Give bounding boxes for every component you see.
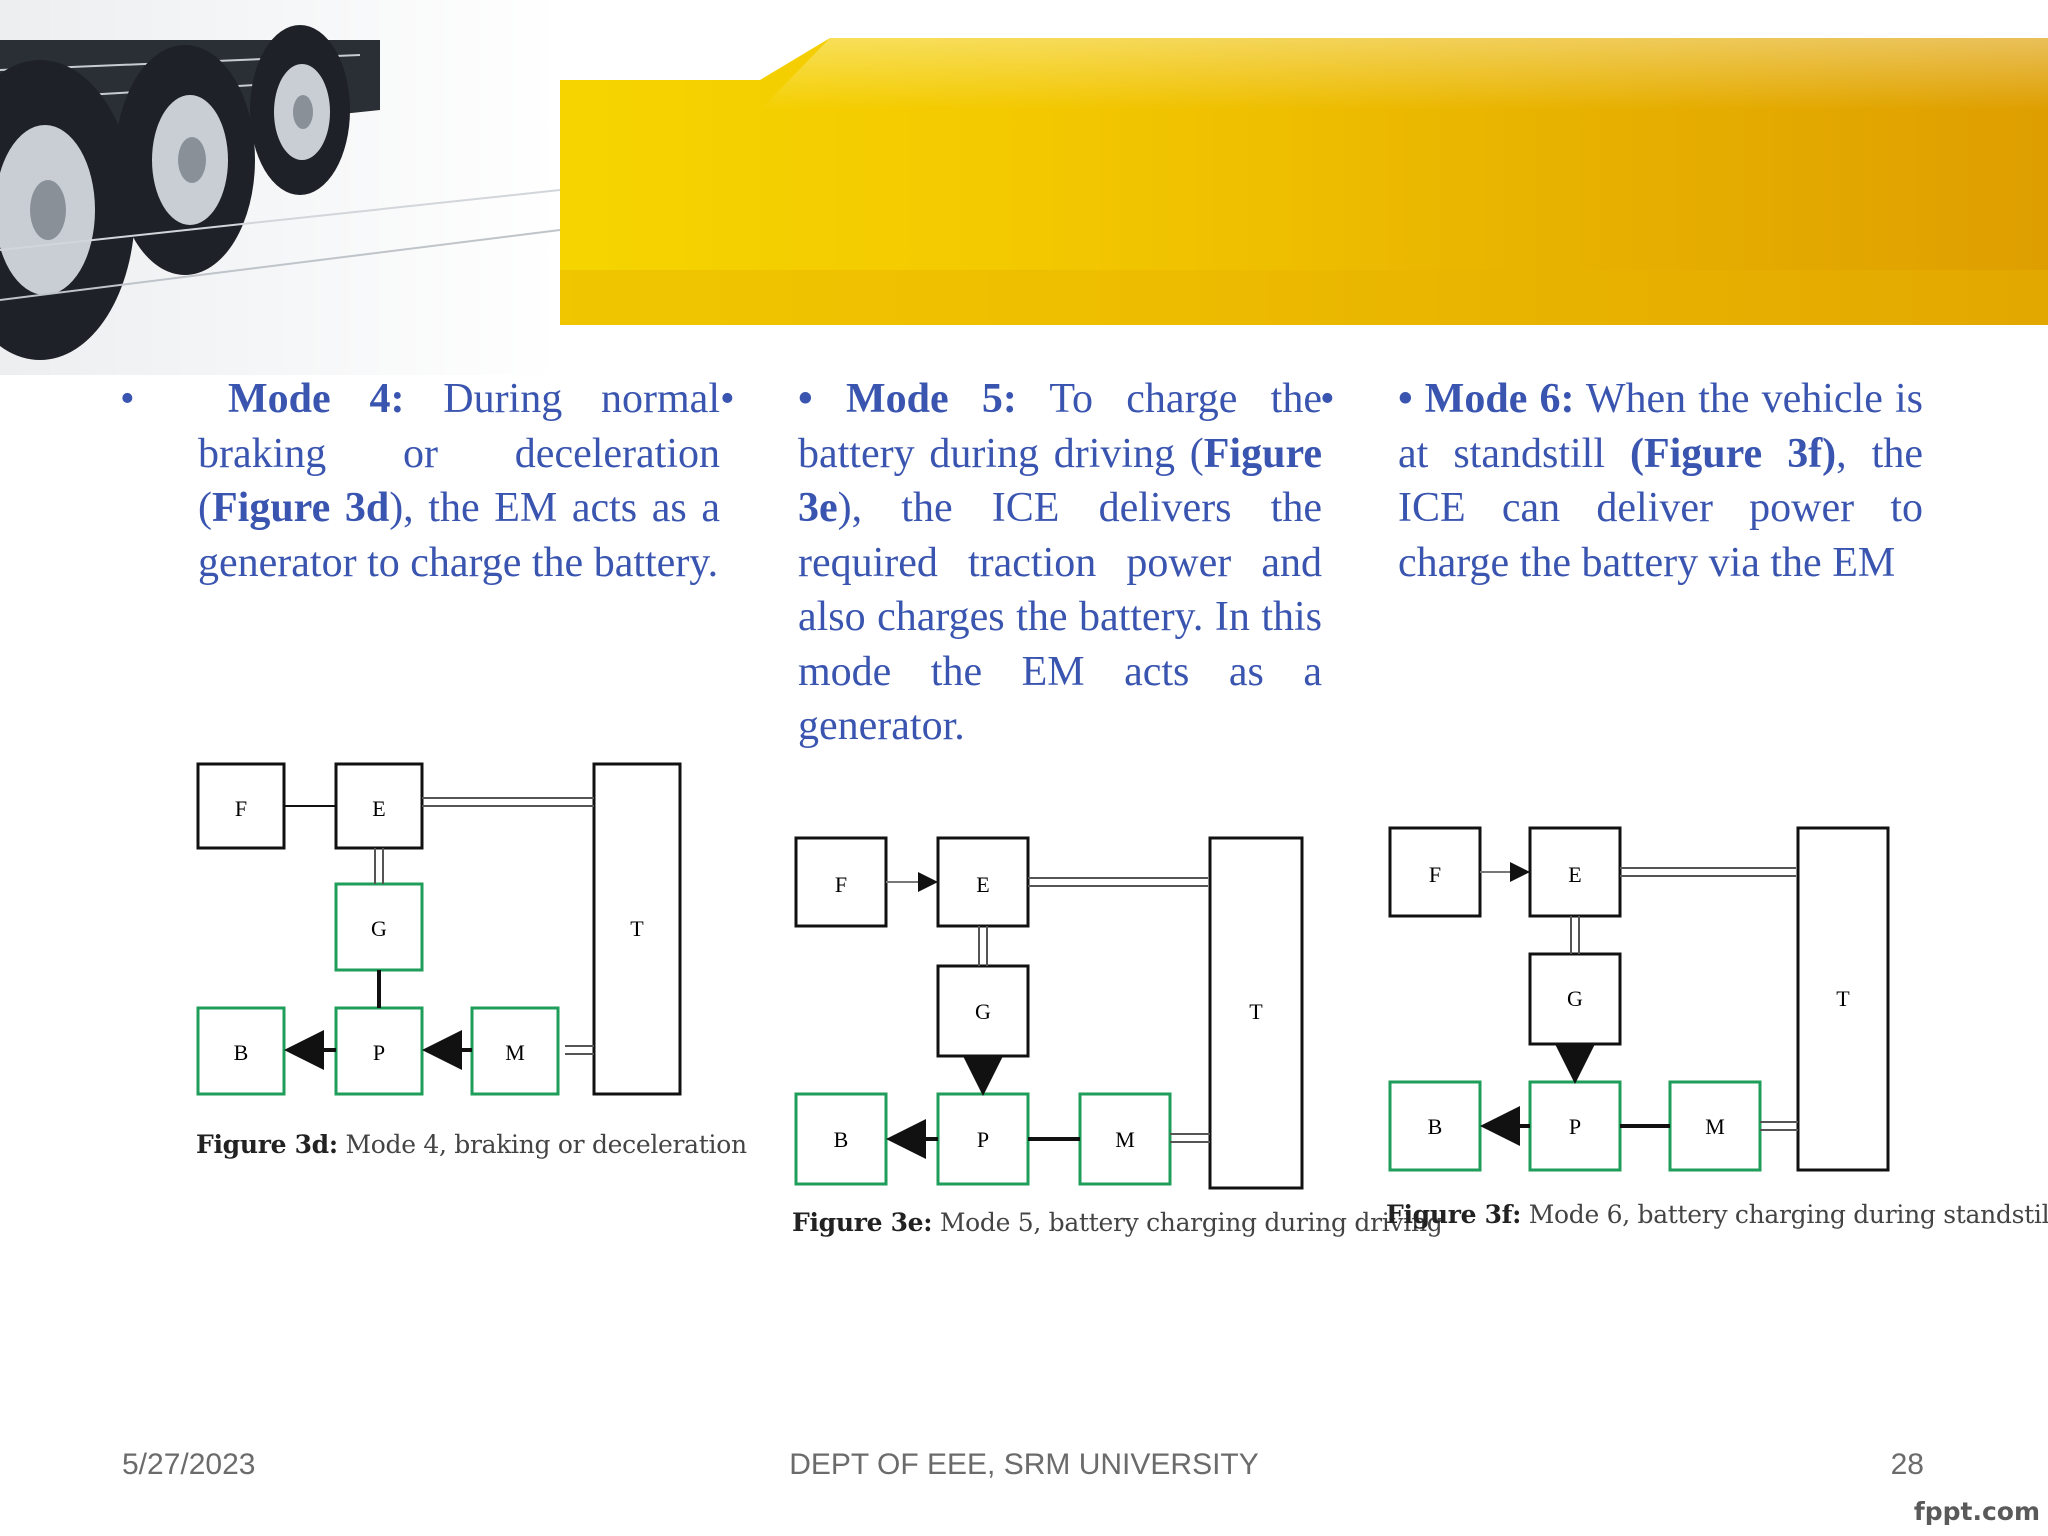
label-e: E <box>976 872 989 897</box>
figure-3f-caption: Figure 3f: Mode 6, battery charging duri… <box>1386 1200 2048 1229</box>
label-f: F <box>835 872 847 897</box>
caption-3d-text: Mode 4, braking or deceleration <box>338 1130 747 1159</box>
caption-3d-label: Figure 3d: <box>196 1130 338 1159</box>
label-p: P <box>977 1127 989 1152</box>
figure-3f-diagram: F E T G B P M <box>1384 822 1894 1178</box>
label-b: B <box>834 1127 849 1152</box>
bullet-mode4: • <box>120 372 135 427</box>
mode5-heading: • Mode 5: <box>798 376 1017 422</box>
mode4-heading: Mode 4: <box>228 376 404 422</box>
label-g: G <box>1567 986 1583 1011</box>
label-e: E <box>372 796 385 821</box>
mode5-text: • Mode 5: To charge the battery during d… <box>798 372 1322 754</box>
bullet-mode5: • <box>720 372 735 427</box>
label-b: B <box>234 1040 249 1065</box>
figure-3d-caption: Figure 3d: Mode 4, braking or decelerati… <box>196 1130 747 1159</box>
caption-3e-text: Mode 5, battery charging during driving <box>932 1208 1442 1237</box>
truck-image <box>0 0 560 375</box>
footer-page-number: 28 <box>1891 1448 1924 1482</box>
label-e: E <box>1568 862 1581 887</box>
bullet-mode6: • <box>1320 372 1335 427</box>
mode6-heading: • Mode 6: <box>1398 376 1575 422</box>
label-p: P <box>373 1040 385 1065</box>
fppt-brand-logo: fppt.com <box>1914 1497 2040 1526</box>
label-m: M <box>1705 1114 1725 1139</box>
mode4-text: Mode 4: During normal braking or deceler… <box>198 372 720 590</box>
label-p: P <box>1569 1114 1581 1139</box>
label-t: T <box>1836 986 1850 1011</box>
label-t: T <box>630 916 644 941</box>
label-m: M <box>1115 1127 1135 1152</box>
mode6-figure-ref: (Figure 3f) <box>1630 431 1836 477</box>
label-f: F <box>1429 862 1441 887</box>
mode5-text-part2: ), the ICE delivers the required tractio… <box>798 485 1322 749</box>
figure-3e-diagram: F E T G B P M <box>790 830 1310 1190</box>
label-g: G <box>371 916 387 941</box>
label-f: F <box>235 796 247 821</box>
caption-3e-label: Figure 3e: <box>792 1208 932 1237</box>
label-t: T <box>1249 999 1263 1024</box>
figure-3d-diagram: F E T G B P M <box>190 750 690 1100</box>
caption-3f-label: Figure 3f: <box>1386 1200 1521 1229</box>
label-m: M <box>505 1040 525 1065</box>
caption-3f-text: Mode 6, battery charging during standsti… <box>1521 1200 2048 1229</box>
footer-department: DEPT OF EEE, SRM UNIVERSITY <box>0 1448 2048 1482</box>
mode6-text: • Mode 6: When the vehicle is at standst… <box>1398 372 1923 590</box>
mode4-figure-ref: Figure 3d <box>212 485 389 531</box>
label-g: G <box>975 999 991 1024</box>
figure-3e-caption: Figure 3e: Mode 5, battery charging duri… <box>792 1208 1442 1237</box>
label-b: B <box>1428 1114 1443 1139</box>
